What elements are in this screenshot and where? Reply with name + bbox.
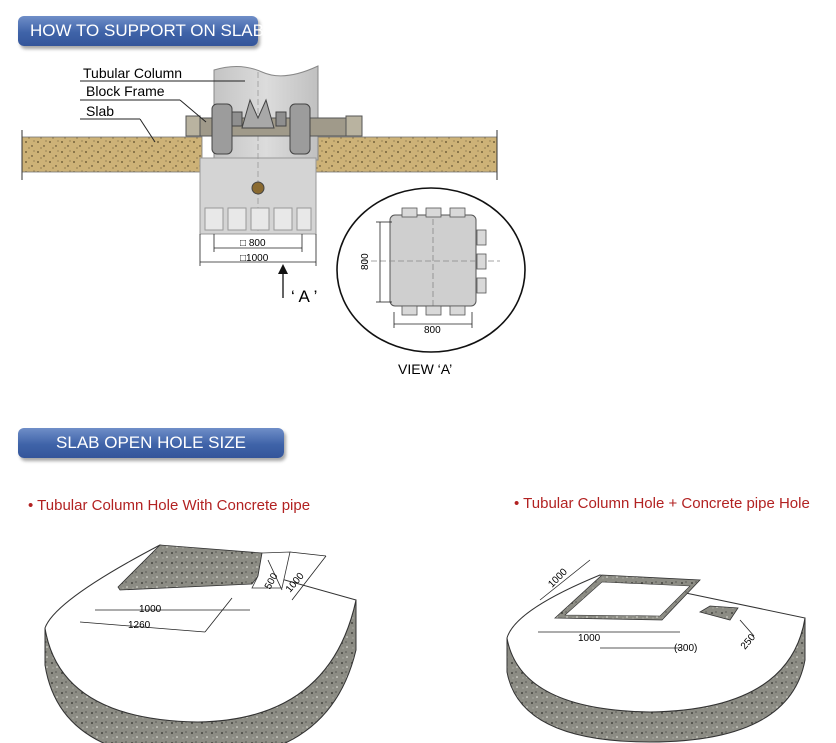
block-frame (185, 98, 363, 155)
caption-right: • Tubular Column Hole + Concrete pipe Ho… (514, 495, 810, 512)
hole-drawing-left (44, 544, 357, 743)
view-arrow (278, 264, 288, 298)
caption-left: • Tubular Column Hole With Concrete pipe (28, 497, 311, 514)
dim-inner: □ 800 (240, 238, 266, 249)
right-dim-1000: 1000 (578, 633, 601, 644)
slab-elevation (21, 130, 498, 180)
slab-right (314, 136, 498, 173)
right-dim-1000-top: 1000 (546, 566, 570, 590)
section-header-support: HOW TO SUPPORT ON SLAB (18, 16, 264, 46)
label-block-frame: Block Frame (86, 83, 165, 99)
view-marker: ‘ A ’ (291, 287, 317, 306)
view-a-height: 800 (360, 253, 371, 270)
column-hole (251, 181, 265, 195)
view-a-title: VIEW ‘A’ (398, 361, 452, 377)
section-header-open-hole: SLAB OPEN HOLE SIZE (18, 428, 284, 458)
left-dim-1000: 1000 (139, 604, 162, 615)
label-slab: Slab (86, 103, 114, 119)
leader-lines (80, 80, 245, 143)
view-a-detail (336, 187, 526, 353)
label-tubular-column: Tubular Column (83, 65, 182, 81)
hole-drawing-right (506, 559, 806, 743)
left-dim-1260: 1260 (128, 620, 151, 631)
dimension-lines (199, 234, 317, 266)
slab-left (21, 136, 203, 173)
dim-outer: □1000 (240, 253, 269, 264)
right-dim-300: (300) (674, 643, 697, 654)
view-a-width: 800 (424, 325, 441, 336)
